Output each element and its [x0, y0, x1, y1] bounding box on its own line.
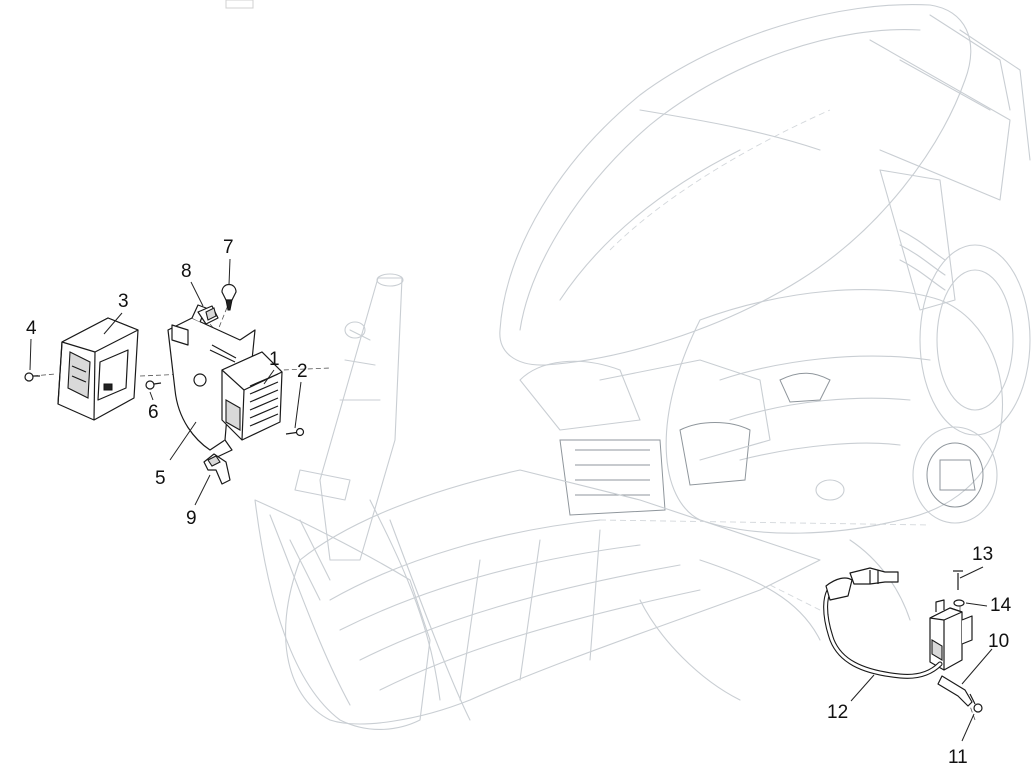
callout-2: 2 — [297, 361, 308, 382]
screw-part-13 — [953, 570, 963, 590]
callout-11: 11 — [948, 747, 968, 768]
callout-10: 10 — [988, 631, 1009, 652]
clip-part-7 — [221, 283, 237, 311]
callout-labels: 1 2 3 4 5 6 7 8 9 10 11 12 13 14 — [26, 237, 1012, 768]
voltage-regulator-part — [221, 351, 283, 441]
callout-3: 3 — [118, 291, 129, 312]
washer-part-14 — [953, 599, 965, 607]
callout-9: 9 — [186, 508, 197, 529]
ht-lead-part — [823, 567, 943, 679]
callout-5: 5 — [155, 468, 166, 489]
screw-part-2 — [285, 427, 305, 437]
coil-bracket-part — [937, 675, 973, 707]
callout-14: 14 — [990, 595, 1012, 616]
ignition-coil-part — [929, 599, 973, 671]
screw-part-6 — [145, 380, 162, 390]
connector-part-8 — [197, 305, 219, 325]
callout-1: 1 — [269, 349, 280, 370]
callout-12: 12 — [827, 702, 848, 723]
page-corner-box — [225, 0, 254, 9]
callout-13: 13 — [972, 544, 993, 565]
clamp-part-9 — [203, 453, 231, 485]
callout-6: 6 — [148, 402, 159, 423]
ecu-box-part — [57, 317, 139, 421]
callout-8: 8 — [181, 261, 192, 282]
mounting-bracket-part — [167, 304, 256, 459]
callout-7: 7 — [223, 237, 234, 258]
screw-part-11 — [969, 693, 983, 713]
leader-lines — [29, 258, 993, 742]
screw-part-4 — [24, 372, 40, 382]
scooter-ghost-outline — [254, 3, 1031, 730]
callout-4: 4 — [26, 318, 37, 339]
